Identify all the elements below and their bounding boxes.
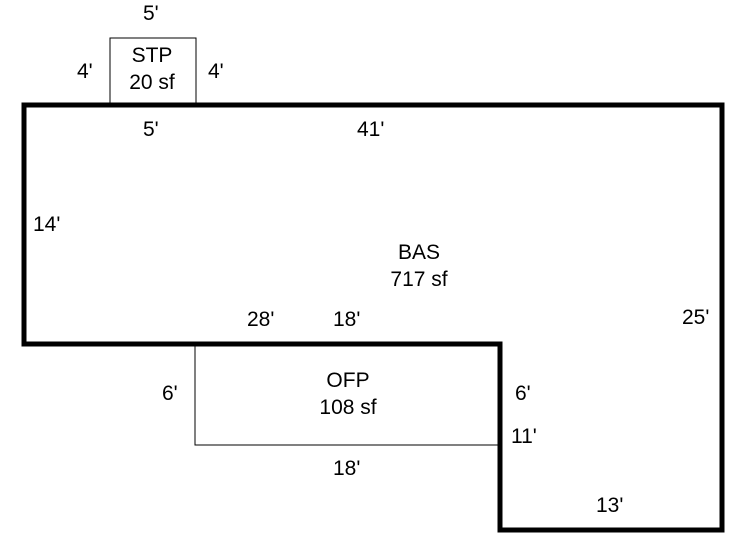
bas-area-size: 717 sf <box>390 268 447 291</box>
ofp-outline <box>194 344 500 446</box>
dim-bas-left: 14' <box>33 213 60 236</box>
dim-ofp-right: 6' <box>515 382 531 405</box>
dim-stp-left: 4' <box>77 60 93 83</box>
ofp-area-name: OFP <box>326 369 369 392</box>
dim-bas-right: 25' <box>682 306 709 329</box>
stp-area-size: 20 sf <box>129 71 175 94</box>
dim-ofp-bottom: 18' <box>333 457 360 480</box>
dim-notch-left: 11' <box>511 425 537 448</box>
ofp-area-size: 108 sf <box>319 396 376 419</box>
bas-outline <box>21 102 725 533</box>
dim-stp-bottom: 5' <box>143 118 159 141</box>
dim-stp-right: 4' <box>208 60 224 83</box>
dim-notch-bottom: 13' <box>596 494 623 517</box>
dim-stp-top: 5' <box>143 2 159 25</box>
dim-ofp-left: 6' <box>162 382 178 405</box>
bas-area-name: BAS <box>398 241 440 264</box>
dim-bas-top: 41' <box>357 118 384 141</box>
dim-bas-bottom-mid: 18' <box>333 308 360 331</box>
dim-bas-bottom-left: 28' <box>247 308 274 331</box>
stp-area-name: STP <box>132 44 173 67</box>
stp-outline <box>109 37 197 105</box>
